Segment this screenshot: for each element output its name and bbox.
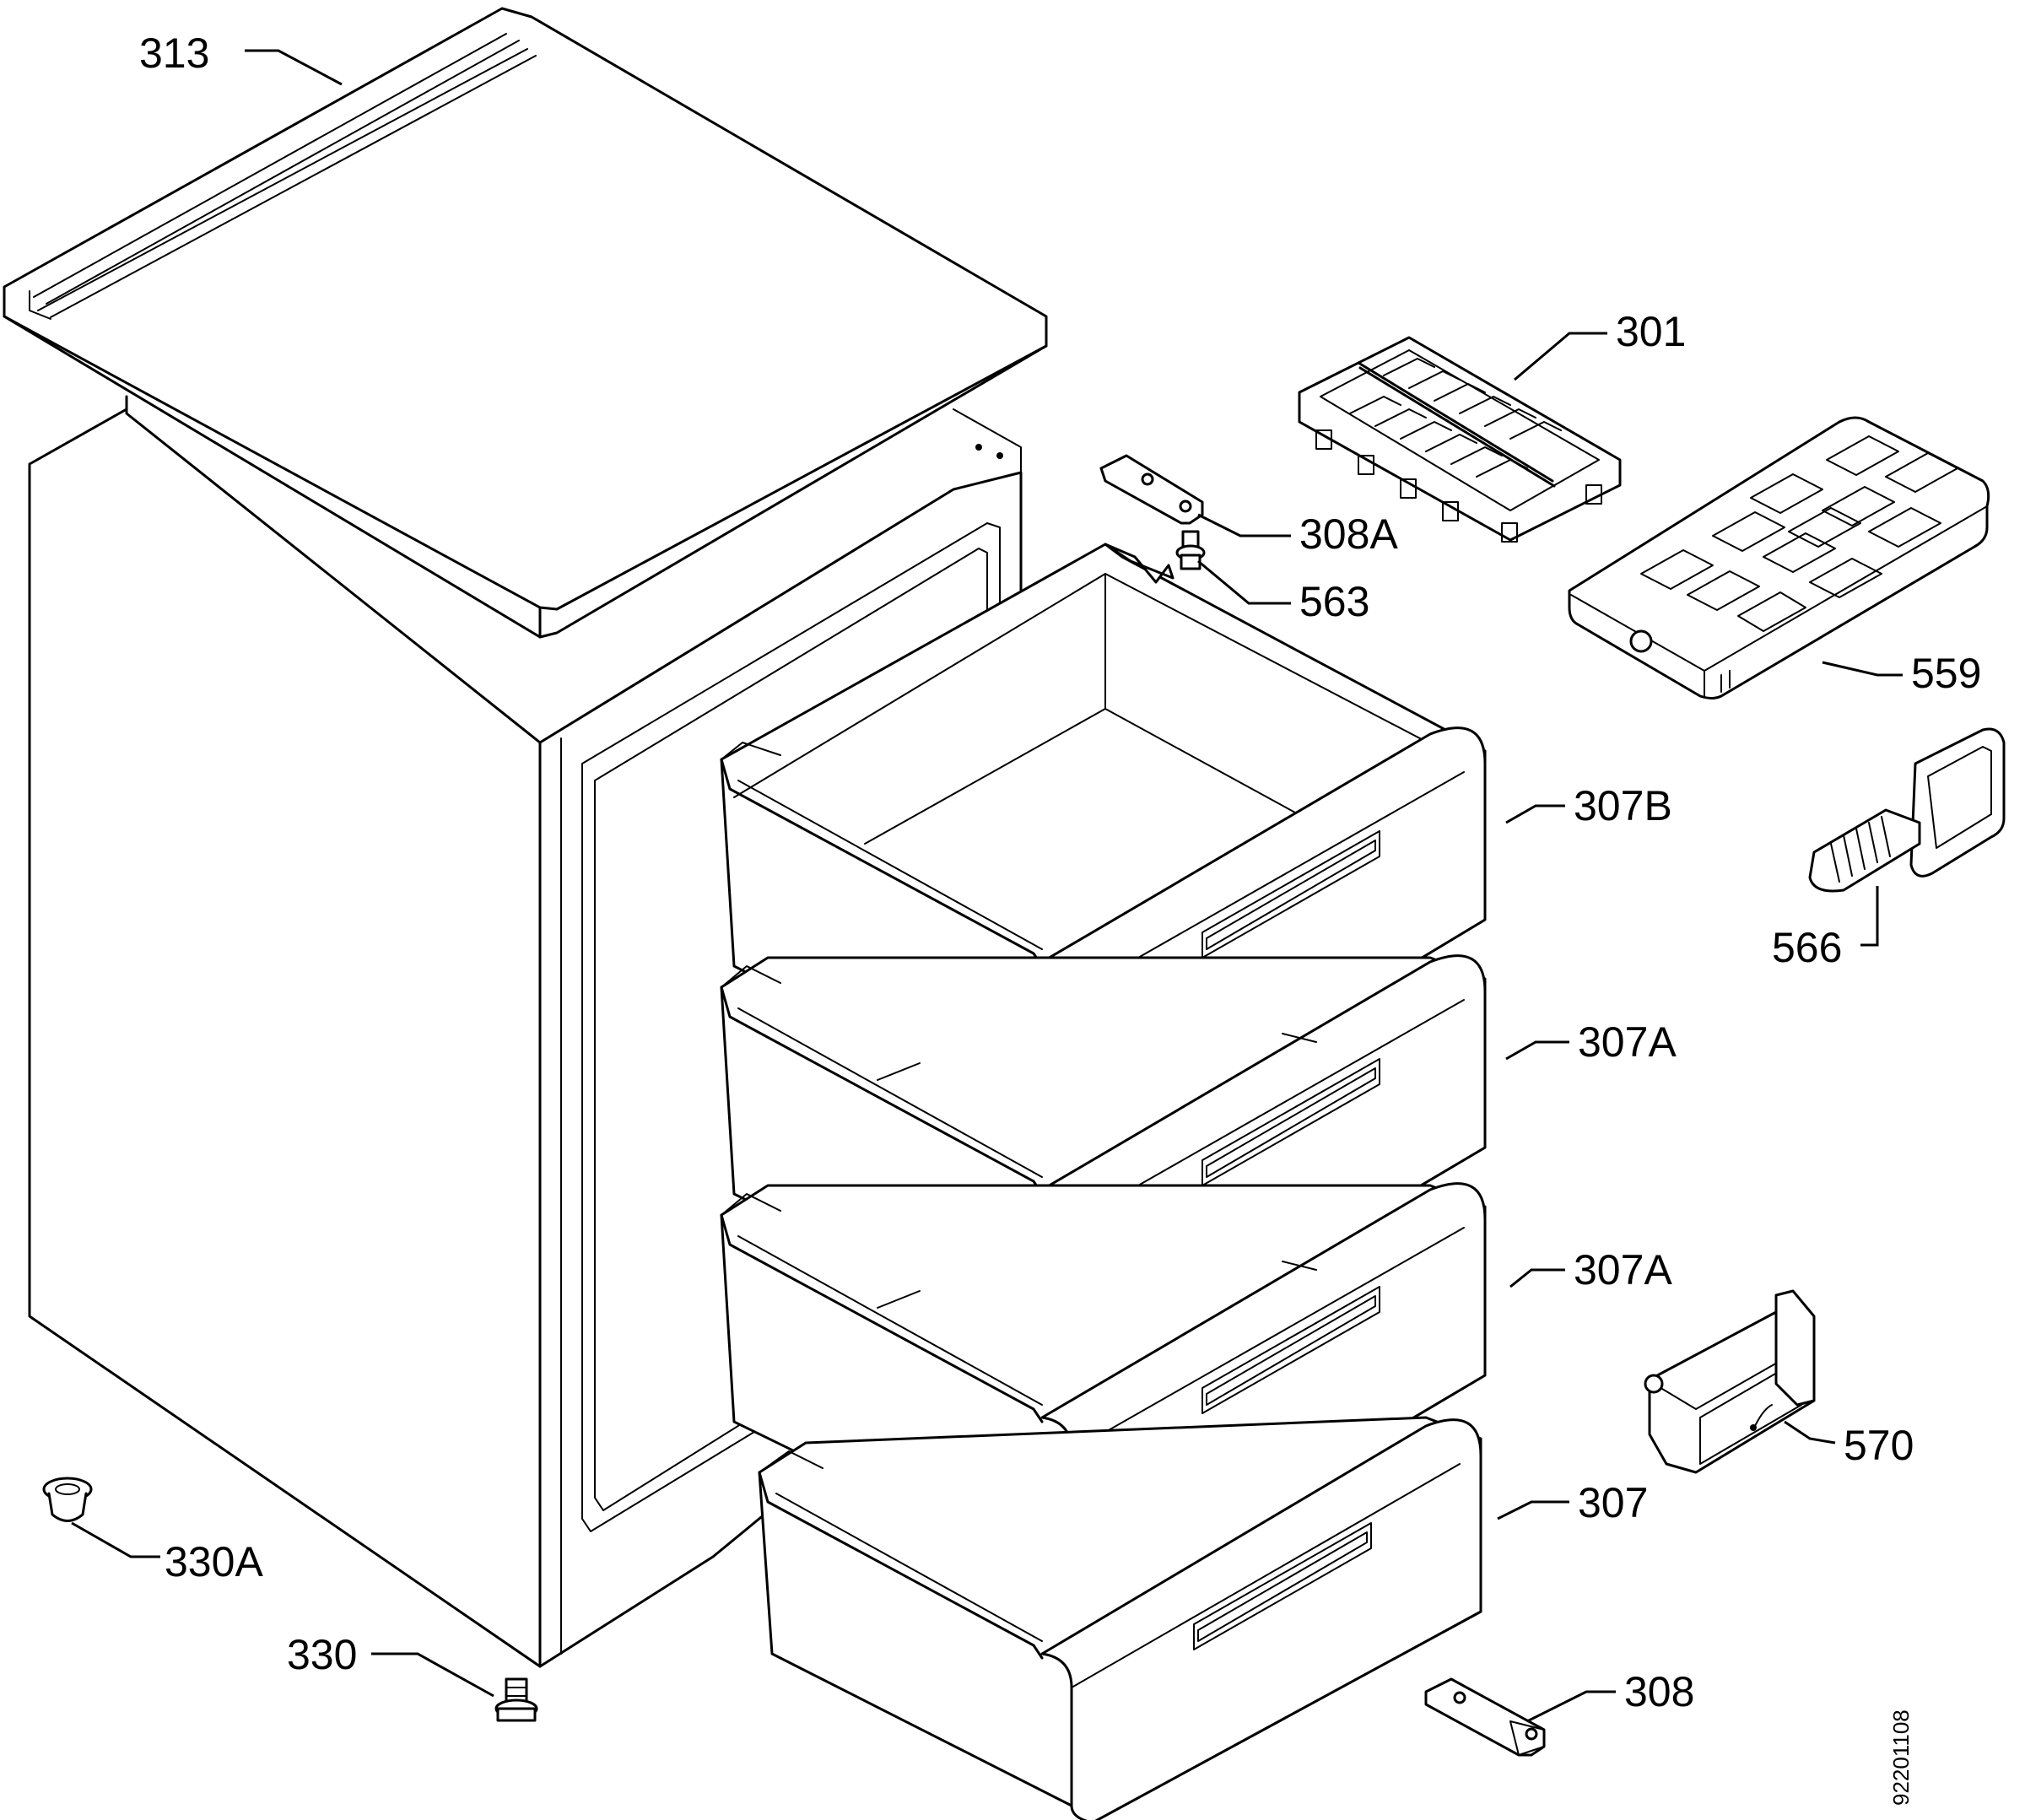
label-313: 313	[139, 30, 209, 77]
hinge-308	[1424, 1677, 1546, 1757]
label-570: 570	[1844, 1422, 1914, 1469]
label-563: 563	[1299, 578, 1369, 625]
label-307b-number: 307	[1574, 782, 1644, 829]
label-307a-lower-number: 307	[1574, 1246, 1644, 1293]
adjustable-foot-330a	[42, 1477, 93, 1522]
label-307a-upper: 307A	[1578, 1018, 1677, 1066]
document-number: 92201108	[1888, 1709, 1914, 1806]
label-308a-suffix: A	[1369, 510, 1398, 558]
drawer-307-bottom	[758, 1416, 1482, 1820]
foot-screw-330	[494, 1677, 538, 1722]
part-labels: 313 301 308A 563 559 307B 566 307A 307A …	[139, 30, 1981, 1806]
label-559: 559	[1911, 650, 1981, 697]
small-compartment-box	[1644, 1289, 1816, 1474]
label-330a-number: 330	[165, 1538, 235, 1585]
label-307a-lower: 307A	[1574, 1246, 1672, 1293]
label-307a-lower-suffix: A	[1644, 1246, 1672, 1293]
label-308: 308	[1624, 1668, 1694, 1715]
label-330a: 330A	[165, 1538, 263, 1585]
ice-cube-tray	[1298, 336, 1622, 543]
label-307b-suffix: B	[1644, 782, 1671, 829]
top-cover	[3, 7, 1048, 639]
label-330a-suffix: A	[235, 1538, 263, 1585]
cold-accumulator	[1568, 416, 1990, 699]
leader-lines	[71, 49, 1903, 1723]
label-307b: 307B	[1574, 782, 1672, 829]
label-307a-upper-suffix: A	[1648, 1018, 1677, 1066]
label-307: 307	[1578, 1479, 1648, 1526]
label-330: 330	[287, 1631, 357, 1678]
label-301: 301	[1616, 308, 1686, 355]
label-308a: 308A	[1299, 510, 1398, 558]
hinge-308a	[1099, 454, 1204, 525]
label-308a-number: 308	[1299, 510, 1369, 558]
label-307a-upper-number: 307	[1578, 1018, 1648, 1066]
ice-scraper	[1808, 727, 2006, 893]
label-566: 566	[1772, 924, 1842, 971]
